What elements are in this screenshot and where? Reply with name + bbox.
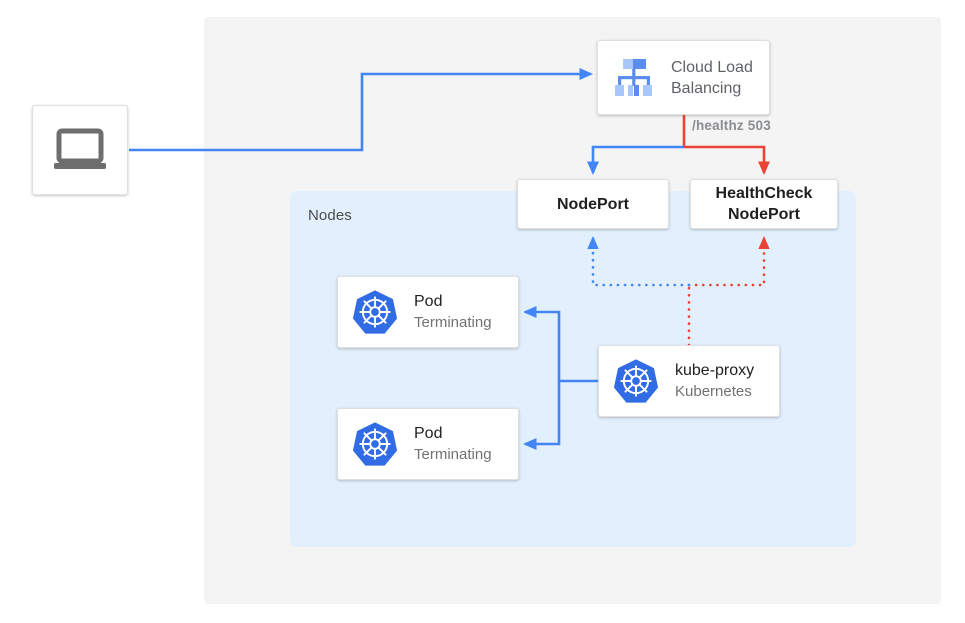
- pod-1-title: Pod: [414, 293, 443, 310]
- nodeport-node[interactable]: NodePort: [517, 179, 669, 229]
- pod-node-1[interactable]: Pod Terminating: [337, 276, 519, 348]
- pod-2-text: Pod Terminating: [414, 423, 492, 465]
- kube-proxy-subtitle: Kubernetes: [675, 383, 752, 400]
- healthcheck-nodeport-label-line-2: NodePort: [727, 206, 800, 223]
- kube-proxy-node[interactable]: kube-proxy Kubernetes: [598, 345, 780, 417]
- clb-label-line-1: Cloud Load: [671, 58, 753, 76]
- nodeport-label: NodePort: [557, 195, 629, 213]
- kube-proxy-title: kube-proxy: [675, 362, 755, 379]
- kubernetes-icon: [352, 290, 398, 334]
- clb-label-line-2: Balancing: [671, 79, 742, 97]
- cloud-load-balancing-icon: [615, 58, 652, 96]
- pod-1-text: Pod Terminating: [414, 291, 492, 333]
- healthz-edge-label: /healthz 503: [692, 118, 771, 133]
- client-node[interactable]: [32, 105, 128, 195]
- healthcheck-nodeport-node[interactable]: HealthCheck NodePort: [690, 179, 838, 229]
- healthcheck-nodeport-label-line-1: HealthCheck: [715, 185, 813, 202]
- nodes-region-label: Nodes: [308, 207, 352, 224]
- pod-2-status: Terminating: [414, 446, 492, 463]
- cloud-load-balancing-node[interactable]: Cloud Load Balancing: [597, 40, 770, 115]
- healthcheck-nodeport-label: HealthCheck NodePort: [716, 183, 813, 225]
- cloud-load-balancing-label: Cloud Load Balancing: [671, 57, 753, 99]
- pod-1-status: Terminating: [414, 314, 492, 331]
- pod-2-title: Pod: [414, 425, 443, 442]
- laptop-icon: [54, 128, 106, 169]
- kubernetes-icon: [613, 359, 659, 403]
- kubernetes-icon: [352, 422, 398, 466]
- pod-node-2[interactable]: Pod Terminating: [337, 408, 519, 480]
- kube-proxy-text: kube-proxy Kubernetes: [675, 360, 754, 402]
